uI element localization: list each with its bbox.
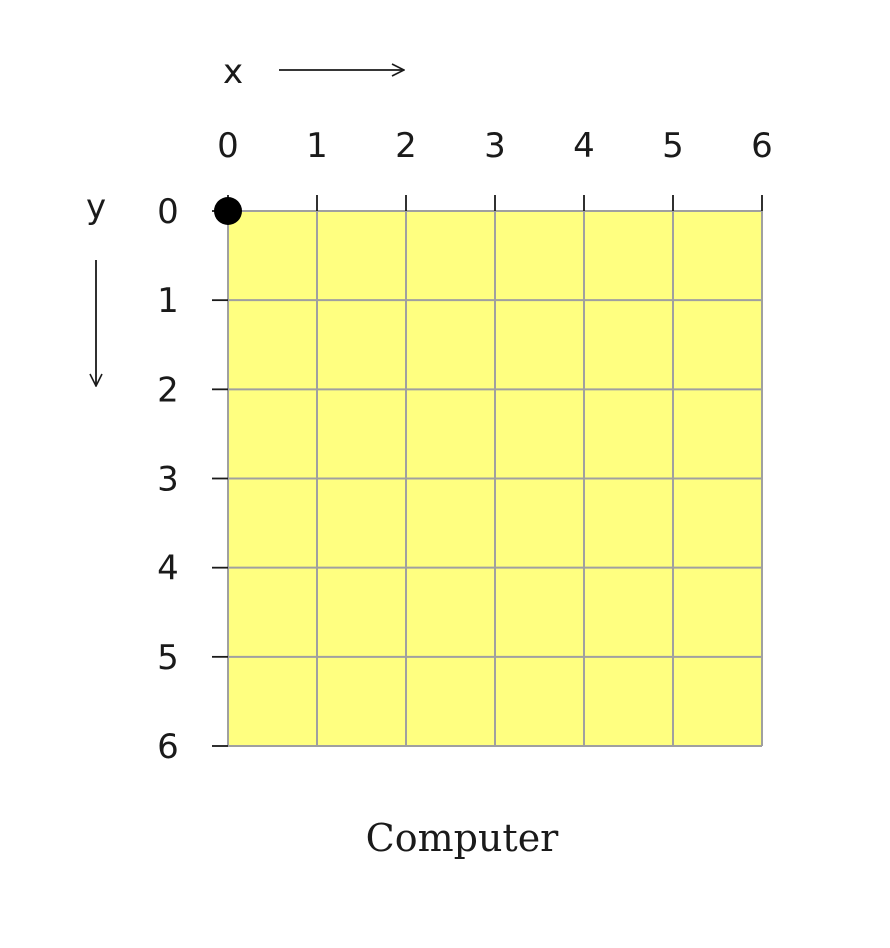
y-tick-label: 0 [157, 192, 179, 232]
x-axis-label: x [223, 52, 243, 92]
y-tick-label: 6 [157, 727, 179, 767]
y-tick-label: 4 [157, 549, 179, 589]
origin-marker [214, 197, 242, 225]
y-tick-label: 1 [157, 281, 179, 321]
x-axis-ticks: 0 1 2 3 4 5 6 [217, 126, 773, 211]
x-tick-label: 6 [751, 126, 773, 166]
x-tick-label: 4 [573, 126, 595, 166]
x-tick-label: 0 [217, 126, 239, 166]
y-tick-label: 5 [157, 638, 179, 678]
x-tick-label: 3 [484, 126, 506, 166]
x-tick-label: 1 [306, 126, 328, 166]
y-axis-label: y [86, 187, 106, 227]
y-axis-ticks: 0 1 2 3 4 5 6 [157, 192, 228, 767]
y-tick-label: 2 [157, 370, 179, 410]
diagram-caption: Computer [366, 816, 560, 860]
x-tick-label: 5 [662, 126, 684, 166]
y-tick-label: 3 [157, 460, 179, 500]
x-tick-label: 2 [395, 126, 417, 166]
